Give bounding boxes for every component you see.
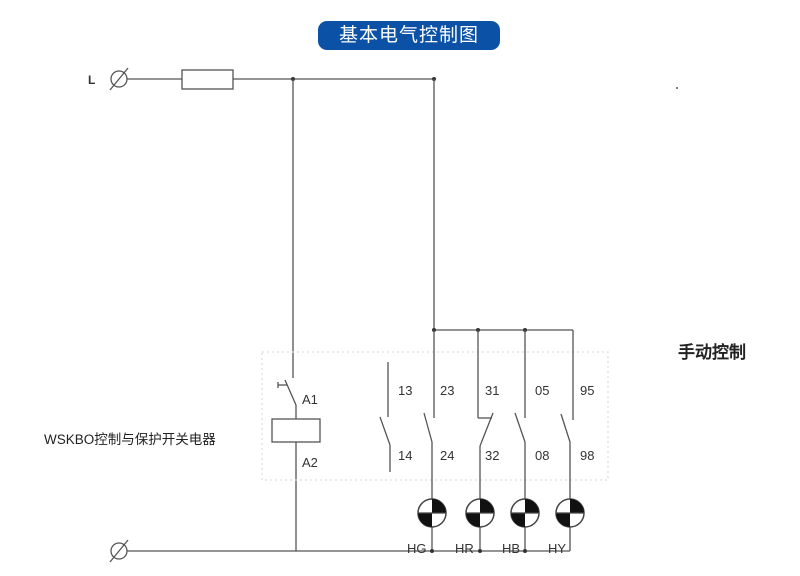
device-boundary	[261, 351, 609, 481]
contact-label: 23	[440, 383, 454, 398]
contact-label: 31	[485, 383, 499, 398]
indicator-lamp-icon	[510, 498, 540, 528]
contact-label: 13	[398, 383, 412, 398]
contact-label: 24	[440, 448, 454, 463]
contact-13-14	[379, 362, 391, 472]
lamp-label: HY	[548, 541, 566, 556]
manual-control-label: 手动控制	[678, 343, 746, 362]
contact-label: 95	[580, 383, 594, 398]
contact-05-08	[514, 330, 526, 551]
contact-label: 98	[580, 448, 594, 463]
lamp-label: HR	[455, 541, 474, 556]
coil	[271, 418, 321, 443]
manual-switch-icon	[277, 379, 297, 406]
contact-label: 08	[535, 448, 549, 463]
contact-label: 14	[398, 448, 412, 463]
indicator-lamp-icon	[417, 498, 447, 528]
lamp-label: HB	[502, 541, 520, 556]
lamp-label: HG	[407, 541, 427, 556]
device-label: WSKBO控制与保护开关电器	[44, 432, 216, 447]
contact-label: 05	[535, 383, 549, 398]
contact-23-24	[423, 330, 435, 551]
line-label: L	[88, 73, 95, 87]
contact-label: 32	[485, 448, 499, 463]
terminal-n-icon	[109, 539, 129, 563]
indicator-lamp-icon	[465, 498, 495, 528]
coil-a1: A1	[302, 392, 318, 407]
contact-95-98	[560, 330, 574, 551]
fuse	[181, 69, 234, 90]
coil-a2: A2	[302, 455, 318, 470]
indicator-lamp-icon	[555, 498, 585, 528]
terminal-l-icon	[109, 67, 129, 91]
diagram-title: 基本电气控制图	[318, 21, 500, 50]
